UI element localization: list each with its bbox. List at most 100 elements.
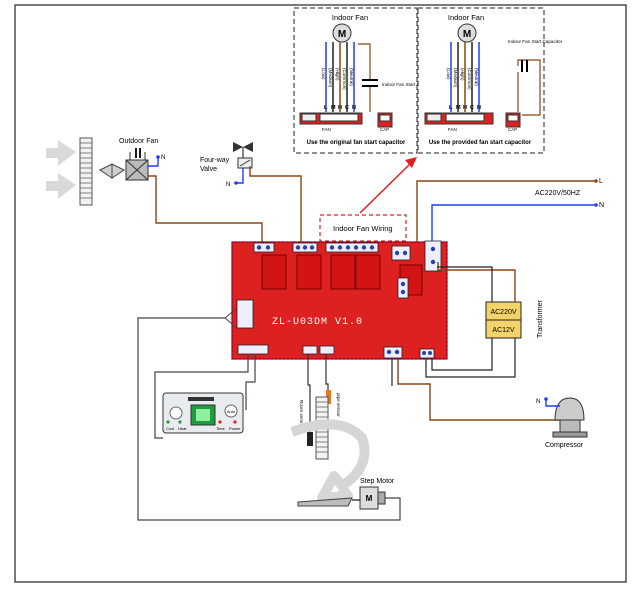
transformer-label: Transformer [537,299,544,338]
callout-arrow [359,160,414,214]
pin-label: H [463,105,467,111]
power-N-label: N [599,202,604,209]
relay [261,254,287,290]
pin-label: N [352,105,356,111]
connector-power [424,240,442,272]
capacitor-label: Indoor Fan Start Capacitor [508,39,563,44]
wire-line [416,180,595,245]
louver-icon [297,497,353,507]
wire-transformer-secondary [425,338,516,378]
connector-cap [391,245,411,261]
relay [355,254,381,290]
wire-blue [545,400,560,407]
pin-label: M [331,105,336,111]
pin-label: M [456,105,461,111]
fan-connector [445,113,485,122]
neutral-label: N [226,182,230,188]
display-cable [154,354,249,439]
wire-label: (Low) [321,68,326,80]
capacitor-wire [517,59,541,116]
transformer-out-label: AC12V [492,327,515,334]
ir-receiver-icon [169,406,183,420]
pin-label: H [338,105,342,111]
fan-blade-icon [99,163,125,179]
auto-button[interactable] [224,404,238,418]
wire-transformer-primary [437,262,516,302]
capacitor-label: Indoor Fan Start Capacitor [382,82,437,87]
power-L-label: L [599,178,603,185]
step-motor-cable [137,317,401,521]
wire-label: (Low) [446,68,451,80]
display-panel: Auto Cool Heat Time Power [162,392,244,434]
relay [296,254,322,290]
room-sensor-wire [307,354,311,445]
wire-label: (Neutral) [474,68,479,86]
neutral-label: N [536,399,540,405]
connector-compressor [383,346,403,359]
connector-label: FAN [322,127,331,132]
wire-blue [148,158,159,167]
cap-label: CAP [508,127,517,132]
wire-transformer-primary-2 [437,266,493,302]
outdoor-fan-label: Outdoor Fan [119,138,158,145]
outer-frame [14,4,627,583]
neutral-label: N [161,155,165,161]
cap-socket [379,114,391,122]
connector-ac12v [419,348,435,359]
pipe-sensor-label: pipe sensor [336,393,341,417]
wire-label: (Medium) [328,68,333,88]
inset-original-capacitor: Indoor Fan M Indoor Fan Start Capacitor … [293,7,437,154]
wire-blue [236,168,244,184]
cap-label: CAP [380,127,389,132]
step-motor-label: Step Motor [360,478,395,485]
compressor-label: Compressor [545,442,584,449]
wire-outdoor-fan [148,175,263,243]
connector-indoor-fan [325,242,379,253]
airflow-curve-icon [290,419,370,503]
cap-socket [507,114,519,122]
wire-transformer-secondary-2 [431,338,493,371]
pin-label: L [324,105,328,111]
wire-label: (Medium) [453,68,458,88]
motor-letter: M [366,494,373,503]
room-sensor-probe [307,432,313,446]
motor-letter: M [463,29,471,40]
connector-room-sensor [302,345,318,355]
indoor-fan-wiring-label: Indoor Fan Wiring [333,224,393,233]
pin-label: N [477,105,481,111]
connector-block [426,113,442,122]
relay [330,254,356,290]
fan-motor-icon [332,23,352,43]
panel-label: Time [216,426,226,431]
motor-letter: M [338,29,346,40]
transformer: AC220V AC12V Transformer [485,299,544,339]
inset-caption: Use the original fan start capacitor [307,140,406,146]
connector-label: FAN [448,127,457,132]
arrow-head-icon [405,157,417,168]
connector-block [301,113,317,122]
connector-step-motor [237,344,269,355]
wire-label: (High) [335,68,340,81]
pin-label: L [449,105,453,111]
airflow-arrow-icon [46,140,76,166]
airflow-arrow-icon [46,173,76,199]
connector-outdoor-fan [253,242,275,253]
wire-valve [249,166,302,243]
wire-label: (Common) [467,68,472,90]
wire-compressor [397,359,568,421]
connector-transformer [397,277,409,299]
pin-label: C [470,105,474,111]
step-motor: M Step Motor [359,478,395,510]
valve-label-line1: Four-way [200,157,230,164]
outdoor-fan: Outdoor Fan N [46,137,165,206]
board-model: ZL-U03DM V1.0 [272,317,363,328]
wire-neutral [431,204,595,245]
pin-label: C [345,105,349,111]
compressor-body-icon [554,397,585,421]
main-board: ZL-U03DM V1.0 [231,240,448,360]
wire-label: (Neutral) [349,68,354,86]
wire-label: (High) [460,68,465,81]
panel-label: Cool [166,426,174,431]
